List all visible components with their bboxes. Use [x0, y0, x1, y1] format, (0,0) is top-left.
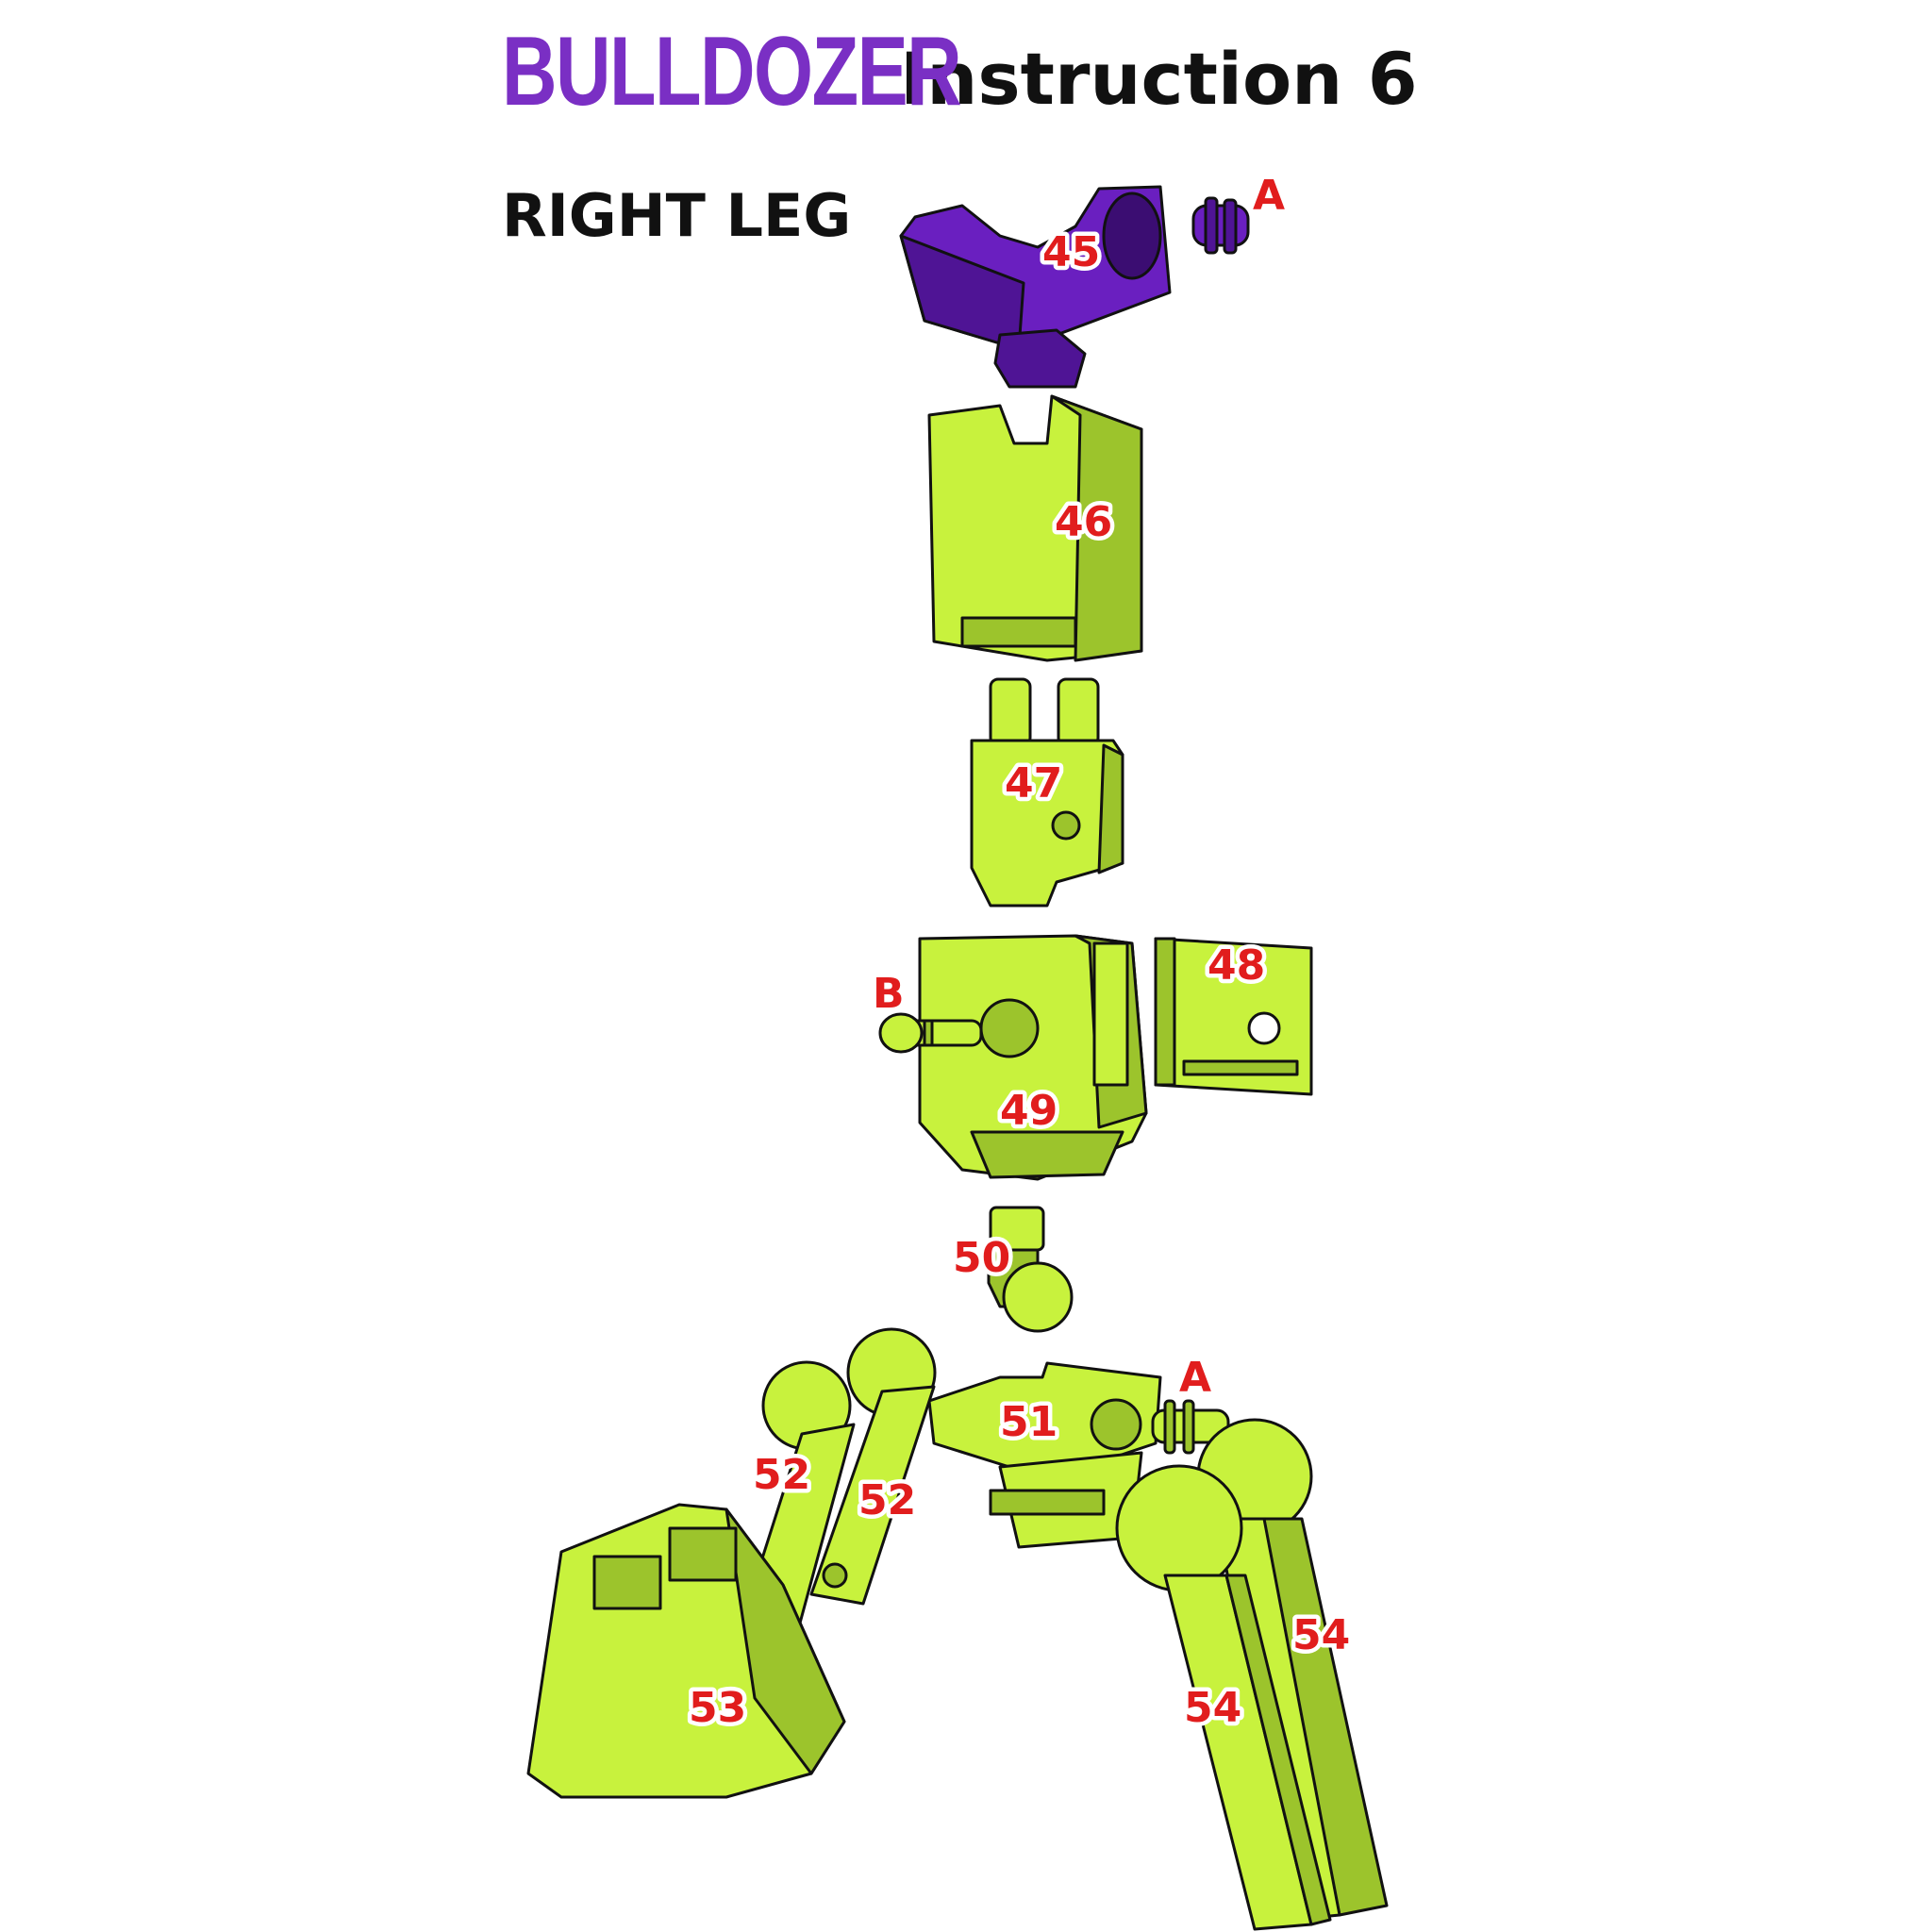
label-screw-a-bottom: A: [1179, 1354, 1211, 1402]
part-49-knee-block: [918, 934, 1148, 1181]
part-52-link-right: [809, 1327, 937, 1606]
screw-b: [878, 1012, 983, 1054]
part-53-toe: [526, 1503, 846, 1799]
label-part-54-front: 54: [1184, 1684, 1241, 1732]
part-48-plate: [1154, 937, 1313, 1096]
label-screw-a-top: A: [1253, 172, 1285, 220]
screw-a-top: [1191, 196, 1250, 255]
part-50-ball-joint: [987, 1206, 1074, 1333]
label-part-49: 49: [1000, 1087, 1058, 1135]
section-title: RIGHT LEG: [502, 181, 852, 250]
label-part-45: 45: [1042, 228, 1100, 276]
part-46-upper-leg: [927, 394, 1143, 662]
instruction-subtitle: Instruction 6: [900, 37, 1418, 121]
label-part-51: 51: [1000, 1398, 1058, 1446]
label-part-48: 48: [1208, 941, 1265, 990]
label-part-52-left: 52: [753, 1451, 810, 1499]
label-part-54-back: 54: [1292, 1611, 1350, 1659]
screw-a-bottom: [1151, 1399, 1230, 1455]
part-54-bar-front: [1115, 1464, 1332, 1931]
title-header: BULLDOZER Instruction 6: [502, 17, 1418, 121]
label-part-46: 46: [1055, 498, 1112, 546]
label-screw-b: B: [873, 970, 905, 1018]
label-part-50: 50: [953, 1234, 1010, 1282]
label-part-47: 47: [1005, 759, 1062, 808]
label-part-53: 53: [689, 1684, 746, 1732]
label-part-52-right: 52: [858, 1476, 916, 1524]
part-45-hip-block: [899, 185, 1172, 389]
part-47-thigh-joint: [970, 677, 1124, 908]
